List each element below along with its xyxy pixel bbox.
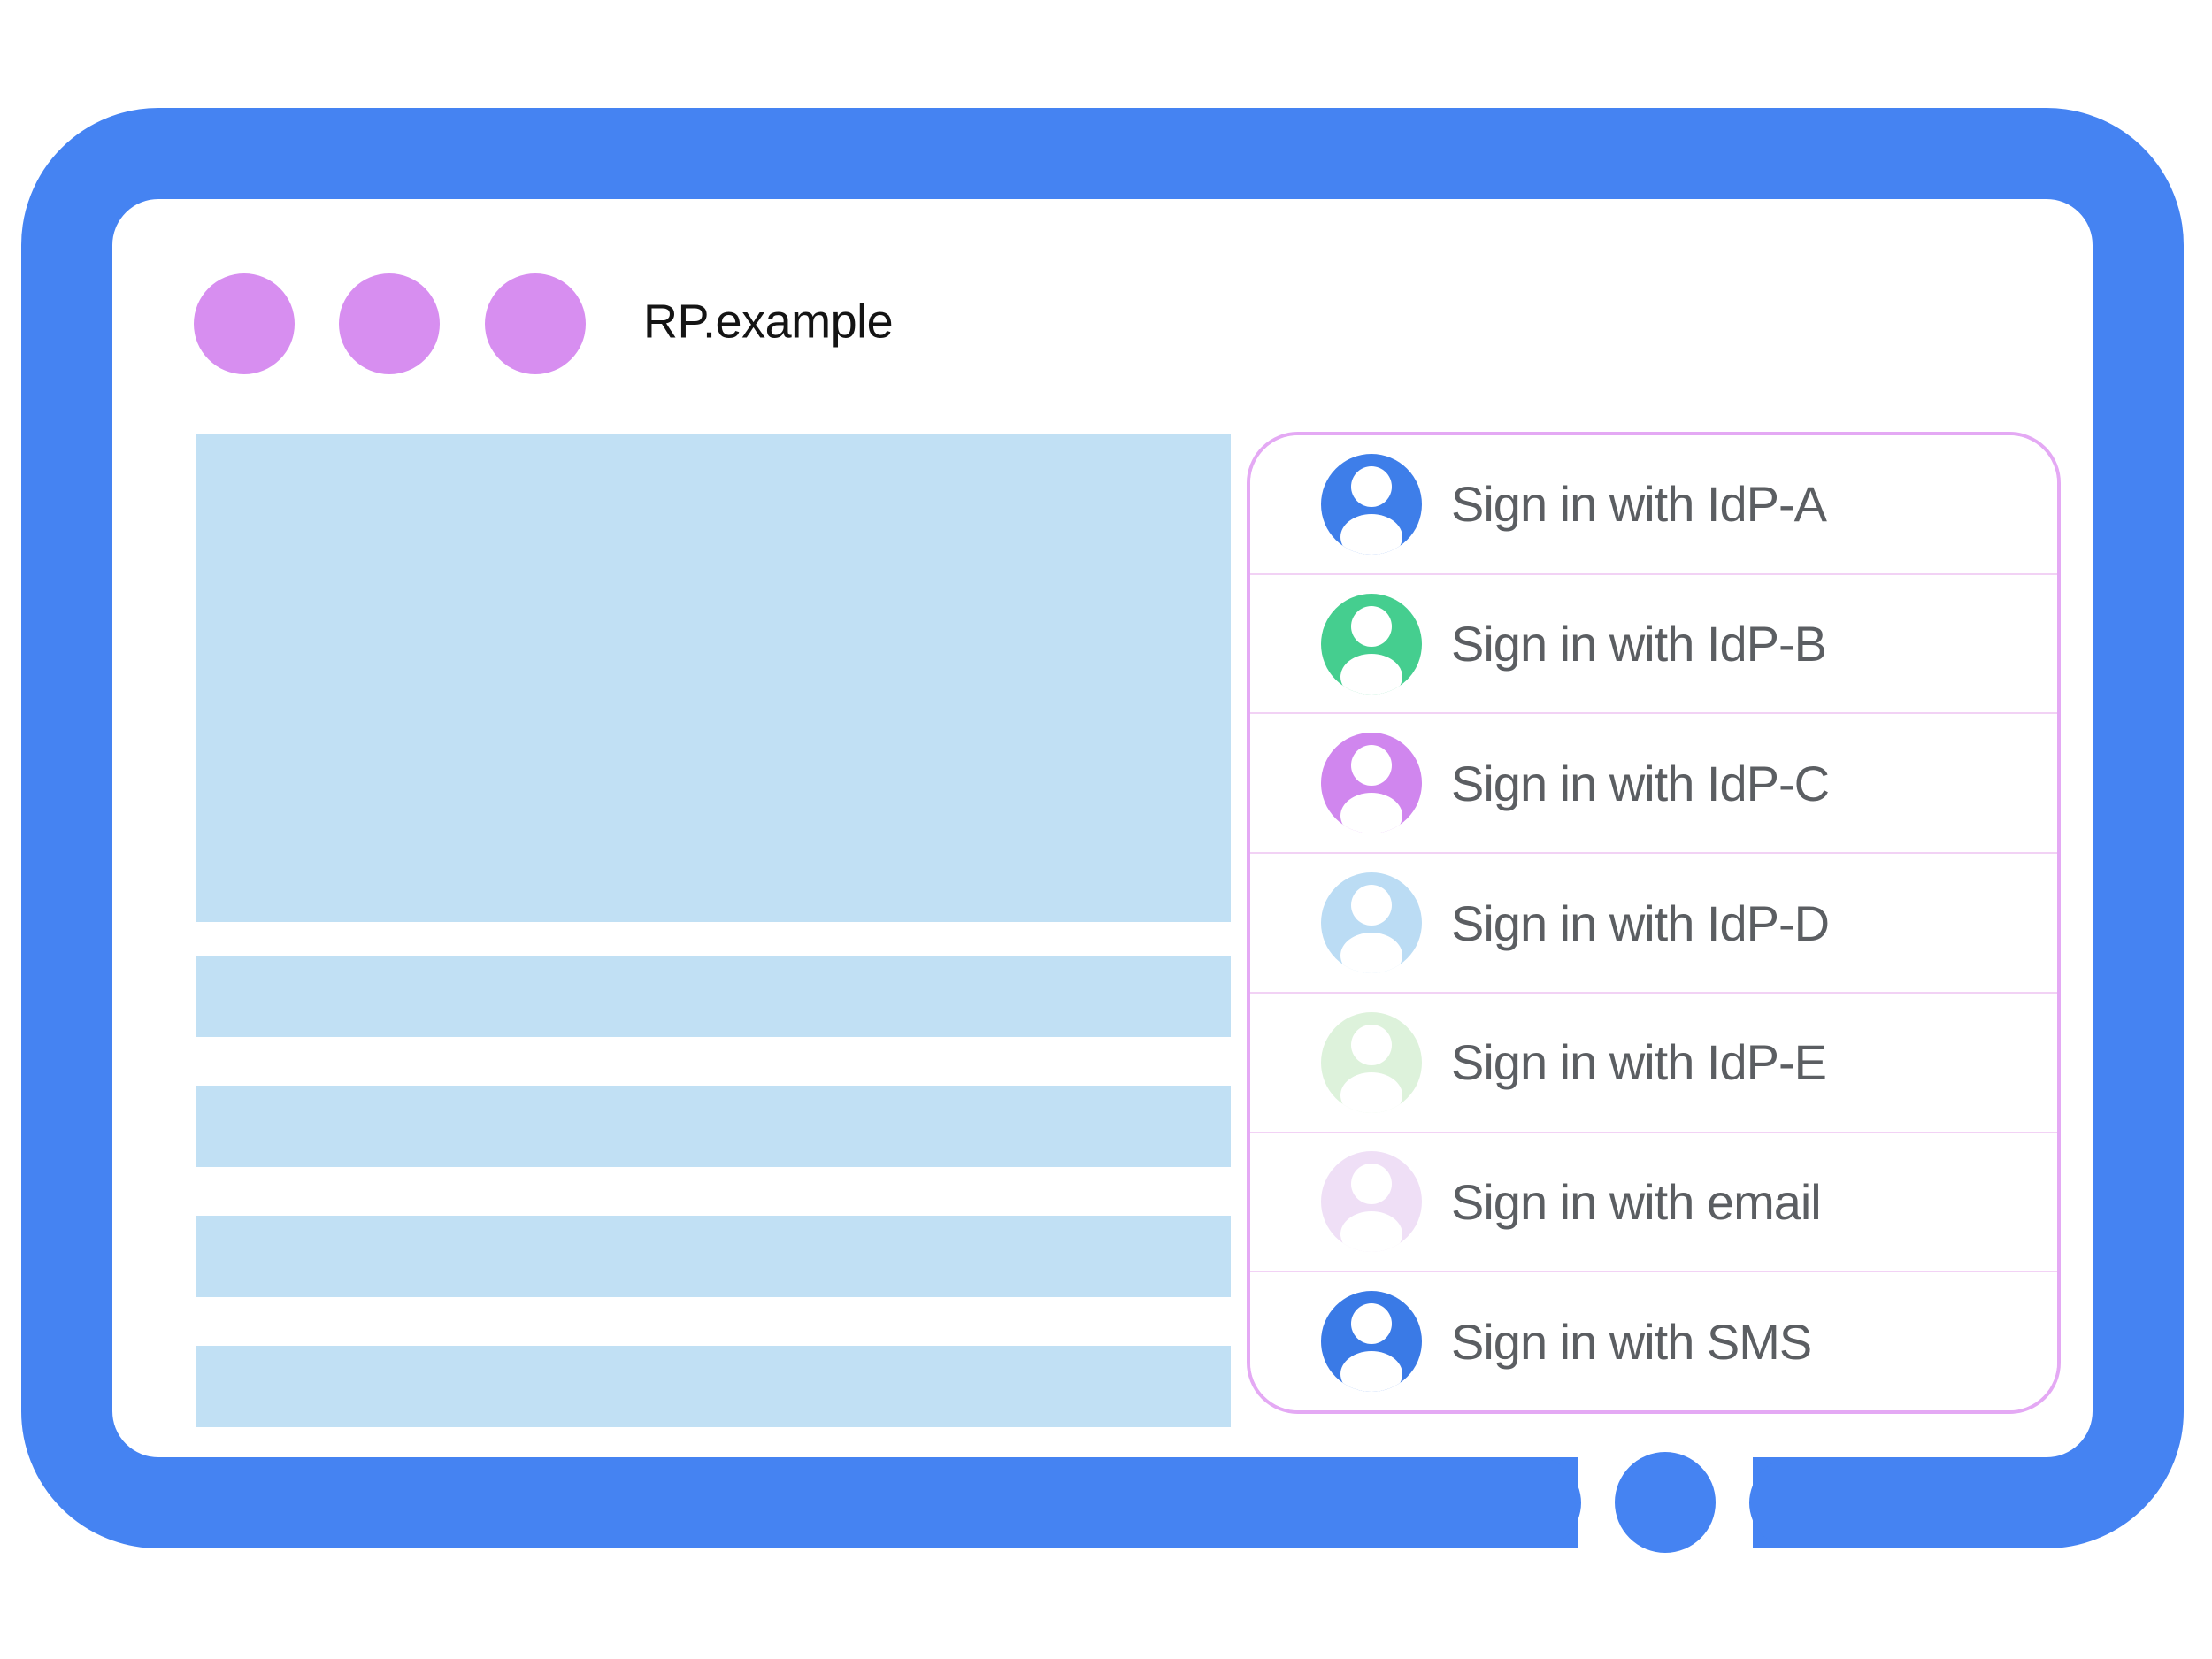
- skeleton-hero-block: [196, 434, 1231, 922]
- signin-option-email[interactable]: Sign in with email: [1250, 1133, 2057, 1271]
- person-icon: [1321, 872, 1422, 974]
- signin-option-label: Sign in with IdP-A: [1451, 476, 1827, 533]
- signin-option-idp-a[interactable]: Sign in with IdP-A: [1250, 435, 2057, 573]
- person-icon: [1321, 1291, 1422, 1393]
- frame-bottom-left-cap: [1495, 1457, 1581, 1548]
- signin-option-idp-d[interactable]: Sign in with IdP-D: [1250, 854, 2057, 992]
- signin-option-label: Sign in with email: [1451, 1173, 1822, 1230]
- panel-divider: [1250, 991, 2057, 994]
- panel-divider: [1250, 1271, 2057, 1273]
- person-icon: [1321, 453, 1422, 555]
- window-control-dot-2[interactable]: [339, 273, 440, 374]
- person-icon: [1321, 1011, 1422, 1113]
- person-icon: [1321, 1151, 1422, 1253]
- skeleton-text-bar: [196, 1216, 1231, 1297]
- window-control-dot-3[interactable]: [485, 273, 586, 374]
- skeleton-text-bar: [196, 1086, 1231, 1167]
- person-icon: [1321, 593, 1422, 695]
- panel-divider: [1250, 852, 2057, 855]
- page-title: RP.example: [643, 295, 894, 349]
- person-icon: [1321, 733, 1422, 834]
- home-button[interactable]: [1615, 1452, 1716, 1553]
- panel-divider: [1250, 1131, 2057, 1133]
- skeleton-text-bar: [196, 956, 1231, 1037]
- panel-divider: [1250, 712, 2057, 715]
- signin-option-label: Sign in with IdP-B: [1451, 616, 1827, 672]
- window-control-dot-1[interactable]: [194, 273, 295, 374]
- frame-bottom-right-cap: [1749, 1457, 1835, 1548]
- signin-option-idp-c[interactable]: Sign in with IdP-C: [1250, 714, 2057, 853]
- signin-option-label: Sign in with IdP-D: [1451, 895, 1830, 951]
- skeleton-text-bar: [196, 1346, 1231, 1427]
- signin-panel: Sign in with IdP-A Sign in with IdP-B Si…: [1247, 432, 2061, 1414]
- signin-option-idp-e[interactable]: Sign in with IdP-E: [1250, 993, 2057, 1132]
- signin-option-sms[interactable]: Sign in with SMS: [1250, 1272, 2057, 1410]
- signin-option-label: Sign in with SMS: [1451, 1313, 1812, 1370]
- panel-divider: [1250, 572, 2057, 575]
- signin-option-label: Sign in with IdP-E: [1451, 1034, 1827, 1091]
- signin-option-label: Sign in with IdP-C: [1451, 755, 1830, 811]
- signin-option-idp-b[interactable]: Sign in with IdP-B: [1250, 574, 2057, 713]
